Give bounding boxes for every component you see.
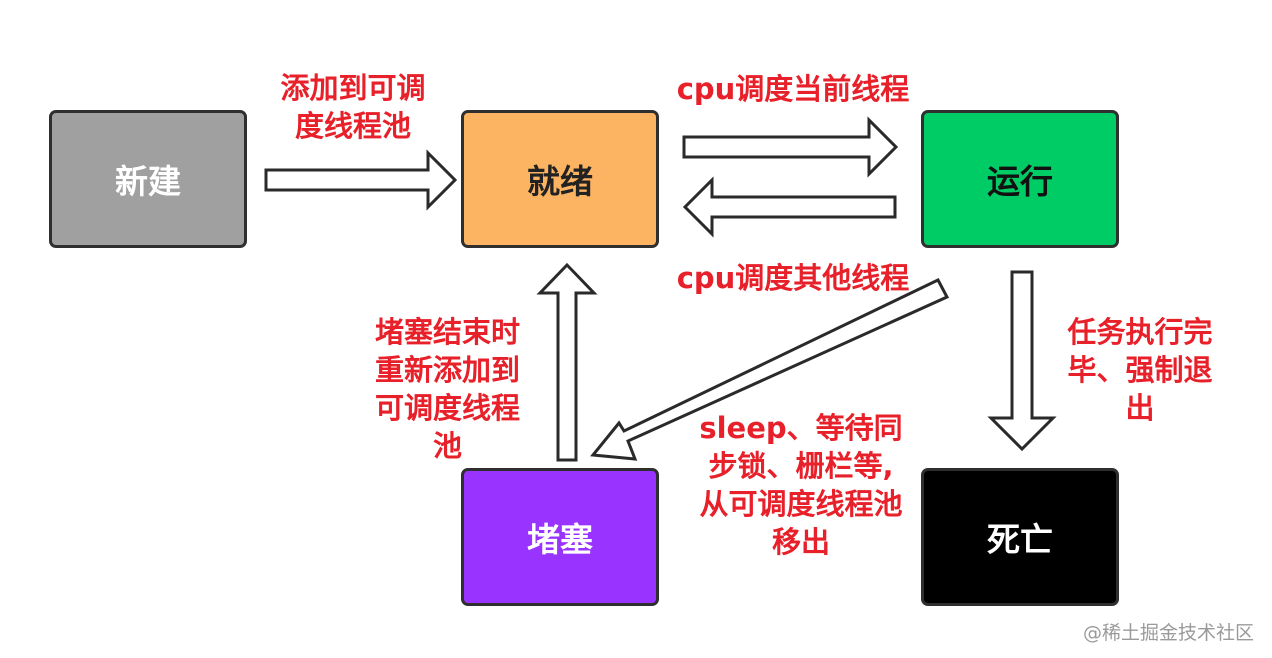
label-line: 池 [432,429,462,463]
label-line: 移出 [771,525,830,559]
arrow-running-to-ready [682,176,897,238]
label-new-to-ready: 添加到可调 度线程池 [268,69,438,145]
state-dead-label: 死亡 [987,520,1053,559]
label-ready-to-running: cpu调度当前线程 [668,70,918,108]
state-running-label: 运行 [987,162,1053,201]
state-running: 运行 [921,110,1119,248]
label-line: cpu调度当前线程 [676,72,910,106]
label-line: cpu调度其他线程 [676,261,910,295]
state-new-label: 新建 [115,162,181,201]
label-running-to-ready: cpu调度其他线程 [668,259,918,297]
state-ready-label: 就绪 [527,162,593,201]
label-line: 毕、强制退 [1067,353,1213,387]
arrow-blocked-to-ready [536,262,598,462]
state-dead: 死亡 [921,468,1119,606]
label-line: 从可调度线程池 [699,487,903,521]
label-line: 步锁、栅栏等, [708,449,894,483]
label-line: 重新添加到 [374,353,520,387]
label-running-to-blocked: sleep、等待同 步锁、栅栏等, 从可调度线程池 移出 [686,409,916,561]
arrow-new-to-ready [264,149,458,211]
watermark: @稀土掘金技术社区 [1082,622,1254,644]
label-line: 出 [1125,391,1155,425]
state-blocked: 堵塞 [461,468,659,606]
label-running-to-dead: 任务执行完 毕、强制退 出 [1055,313,1225,427]
arrow-ready-to-running [682,116,899,178]
state-blocked-label: 堵塞 [527,520,593,559]
label-line: 堵塞结束时 [374,315,520,349]
label-line: sleep、等待同 [699,411,903,445]
label-blocked-to-ready: 堵塞结束时 重新添加到 可调度线程 池 [360,313,535,465]
label-line: 添加到可调 [280,71,426,105]
arrow-running-to-dead [987,270,1057,452]
state-ready: 就绪 [461,110,659,248]
state-new: 新建 [49,110,247,248]
label-line: 任务执行完 [1067,315,1213,349]
arrow-running-to-blocked [590,278,950,461]
label-line: 度线程池 [294,109,411,143]
label-line: 可调度线程 [374,391,520,425]
